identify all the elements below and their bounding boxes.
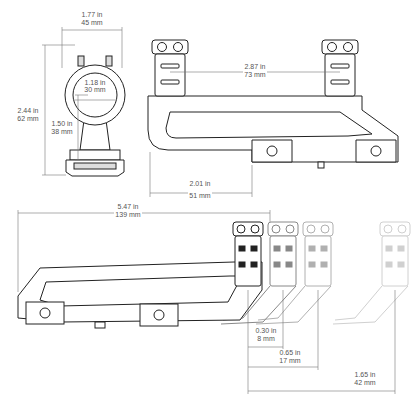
- dimension-label: 139 mm: [114, 211, 141, 219]
- dimension-label: 0.30 in: [254, 327, 277, 335]
- dimension-label: 0.65 in: [278, 349, 301, 357]
- dimension-label: 42 mm: [353, 379, 376, 387]
- dimension-label: 1.77 in: [80, 11, 103, 19]
- dimension-label: 17 mm: [278, 357, 301, 365]
- dimension-label: 38 mm: [50, 128, 73, 136]
- dimension-label: 45 mm: [80, 19, 103, 27]
- dimension-label: 2.87 in: [243, 63, 266, 71]
- dimension-label: 1.50 in: [50, 120, 73, 128]
- dimension-label: 73 mm: [243, 71, 266, 79]
- dimension-label: 51 mm: [188, 192, 211, 200]
- dimension-label: 62 mm: [16, 115, 39, 123]
- dimension-label: 8 mm: [256, 335, 276, 343]
- dimension-label: 30 mm: [83, 86, 106, 94]
- dimension-label: 5.47 in: [116, 203, 139, 211]
- dimension-label: 2.44 in: [16, 107, 39, 115]
- dimension-label: 1.65 in: [353, 371, 376, 379]
- dimension-label: 2.01 in: [188, 180, 211, 188]
